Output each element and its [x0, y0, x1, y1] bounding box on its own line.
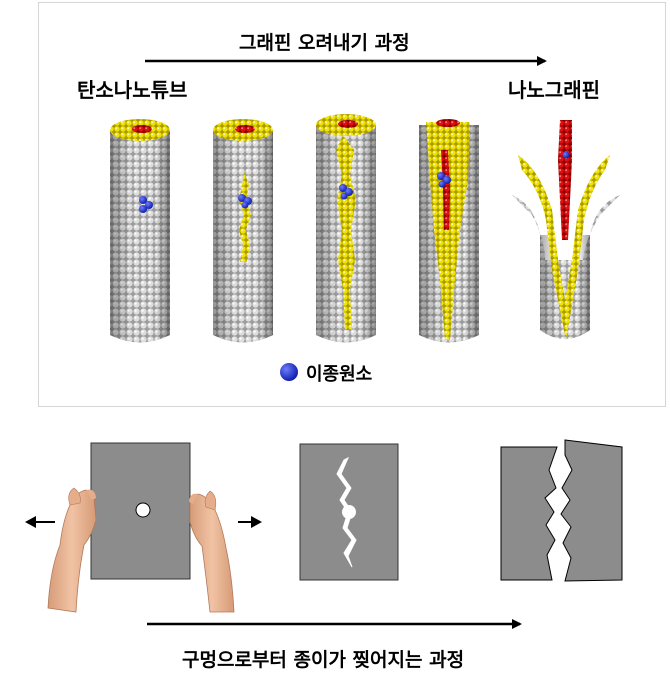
hole-icon — [135, 502, 151, 518]
pull-left-arrow — [25, 516, 55, 528]
start-label-carbon-nanotube: 탄소나노튜브 — [77, 78, 188, 102]
top-process-label: 그래핀 오려내기 과정 — [239, 32, 410, 54]
paper-torn — [500, 439, 623, 582]
right-hand-icon — [189, 490, 235, 613]
end-label-nanographene: 나노그래핀 — [508, 78, 600, 102]
crack-hole-icon — [342, 505, 356, 519]
pull-right-arrow — [238, 516, 262, 528]
heteroatom-legend-label: 이종원소 — [306, 364, 373, 385]
nanotube-stage-3 — [316, 114, 376, 343]
left-hand-icon — [47, 487, 97, 613]
nanotube-stage-1 — [110, 119, 170, 343]
nanotube-stage-4 — [419, 119, 479, 343]
nanographene-stage-5 — [512, 120, 620, 340]
crack-icon — [336, 456, 357, 568]
heteroatom-cluster — [139, 196, 153, 213]
heteroatom-legend-icon — [280, 363, 298, 381]
bottom-process-label: 구멍으로부터 종이가 찢어지는 과정 — [182, 649, 465, 671]
nanotube-stage-2 — [213, 119, 273, 343]
